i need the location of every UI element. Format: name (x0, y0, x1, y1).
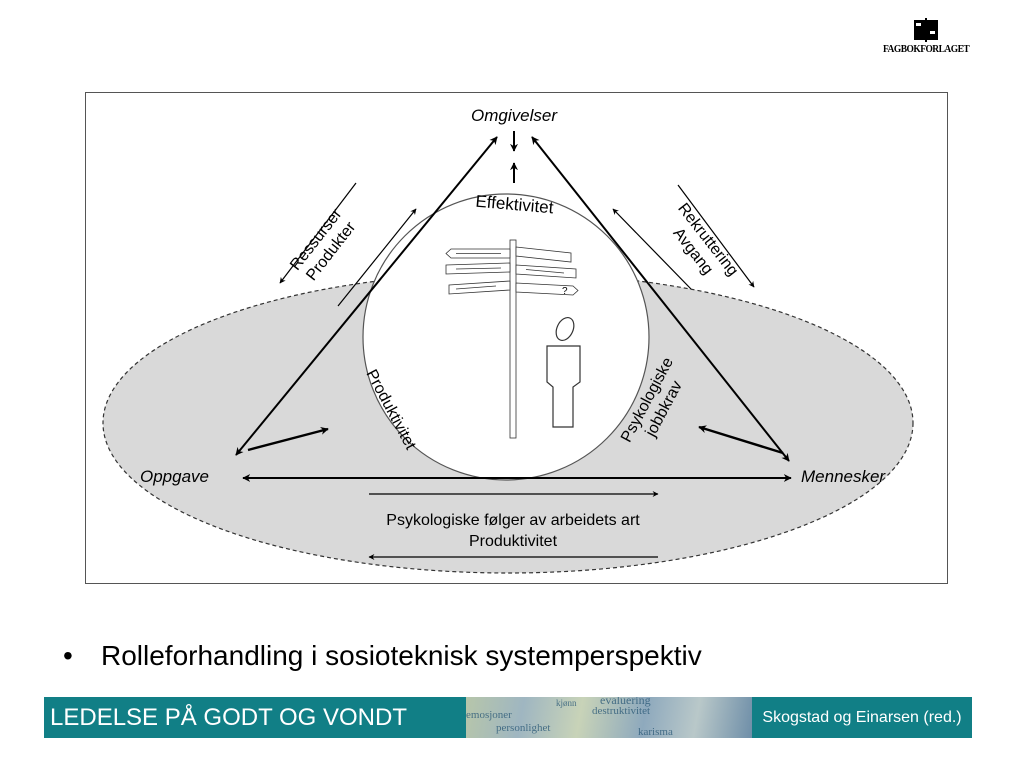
arrow-left-out (279, 182, 357, 284)
footer-collage: evaluering kjønn emosjoner destruktivite… (466, 697, 752, 738)
collage-word: kjønn (556, 698, 577, 708)
collage-word: destruktivitet (592, 705, 651, 717)
bullet-text: Rolleforhandling i sosioteknisk systempe… (101, 640, 702, 671)
node-omgivelser: Omgivelser (471, 106, 558, 125)
book-logo-icon (914, 18, 938, 42)
diagram-canvas: ? Omgivelser Oppgave Mennesker Effektivi… (102, 106, 914, 574)
footer-book-title: LEDELSE PÅ GODT OG VONDT (44, 697, 466, 738)
sociotechnical-diagram: ? Omgivelser Oppgave Mennesker Effektivi… (85, 92, 948, 584)
publisher-logo: FAGBOKFORLAGET (876, 18, 976, 66)
bottom-edge-label-1: Psykologiske følger av arbeidets art (386, 512, 640, 529)
collage-word: evaluering (600, 697, 651, 707)
publisher-name: FAGBOKFORLAGET (883, 43, 970, 55)
arrow-oppgave-inner (247, 426, 329, 452)
bullet-item: • Rolleforhandling i sosioteknisk systemp… (63, 640, 702, 672)
signpost-icon (445, 239, 579, 439)
edge-omgivelser-mennesker (531, 136, 790, 462)
arrow-mennesker-inner (698, 425, 784, 455)
bottom-edge-label-2: Produktivitet (469, 533, 558, 550)
footer-authors: Skogstad og Einarsen (red.) (752, 697, 972, 738)
collage-word: personlighet (496, 722, 551, 734)
node-oppgave: Oppgave (140, 467, 209, 486)
bullet-dot-icon: • (63, 640, 73, 671)
arrow-left-in (337, 208, 417, 307)
footer-banner: LEDELSE PÅ GODT OG VONDT evaluering kjøn… (44, 697, 972, 738)
node-mennesker: Mennesker (801, 467, 886, 486)
collage-word: karisma (638, 726, 673, 738)
person-icon (546, 317, 581, 428)
arrow-right-in (612, 208, 692, 290)
sign-question-mark: ? (562, 286, 568, 297)
arrow-right-out (677, 184, 755, 288)
edge-omgivelser-oppgave (235, 136, 498, 456)
collage-word: emosjoner (466, 709, 512, 721)
